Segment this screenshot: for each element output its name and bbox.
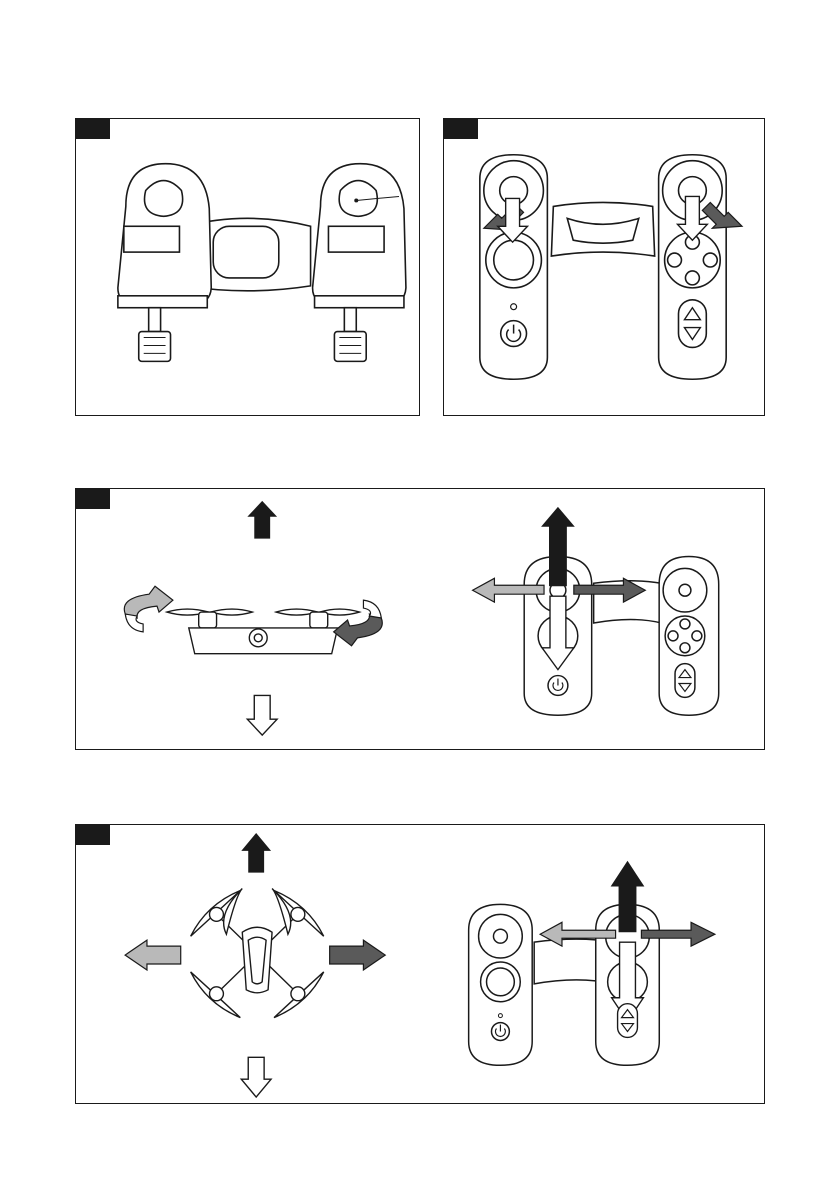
drone-top-view <box>191 889 324 1018</box>
arrow-roll-left <box>125 940 181 970</box>
yaw-right-arrow <box>334 614 383 646</box>
controller-rear-illustration <box>76 119 419 415</box>
drone-front-view <box>167 609 360 654</box>
figure-panel-3 <box>75 488 765 750</box>
throttle-yaw-illustration <box>76 489 764 749</box>
callout-dot <box>354 198 358 202</box>
figure-panel-1 <box>75 118 420 416</box>
arrow-down <box>247 695 277 735</box>
figure-panel-4 <box>75 824 765 1104</box>
controller-top-illustration <box>444 119 764 415</box>
pitch-roll-illustration <box>76 825 764 1103</box>
yaw-left-arrow <box>124 586 173 618</box>
arrow-roll-right <box>330 940 386 970</box>
arrow-forward <box>241 833 271 873</box>
figure-panel-2 <box>443 118 765 416</box>
arrow-up <box>247 501 277 539</box>
arrow-backward <box>241 1057 271 1097</box>
